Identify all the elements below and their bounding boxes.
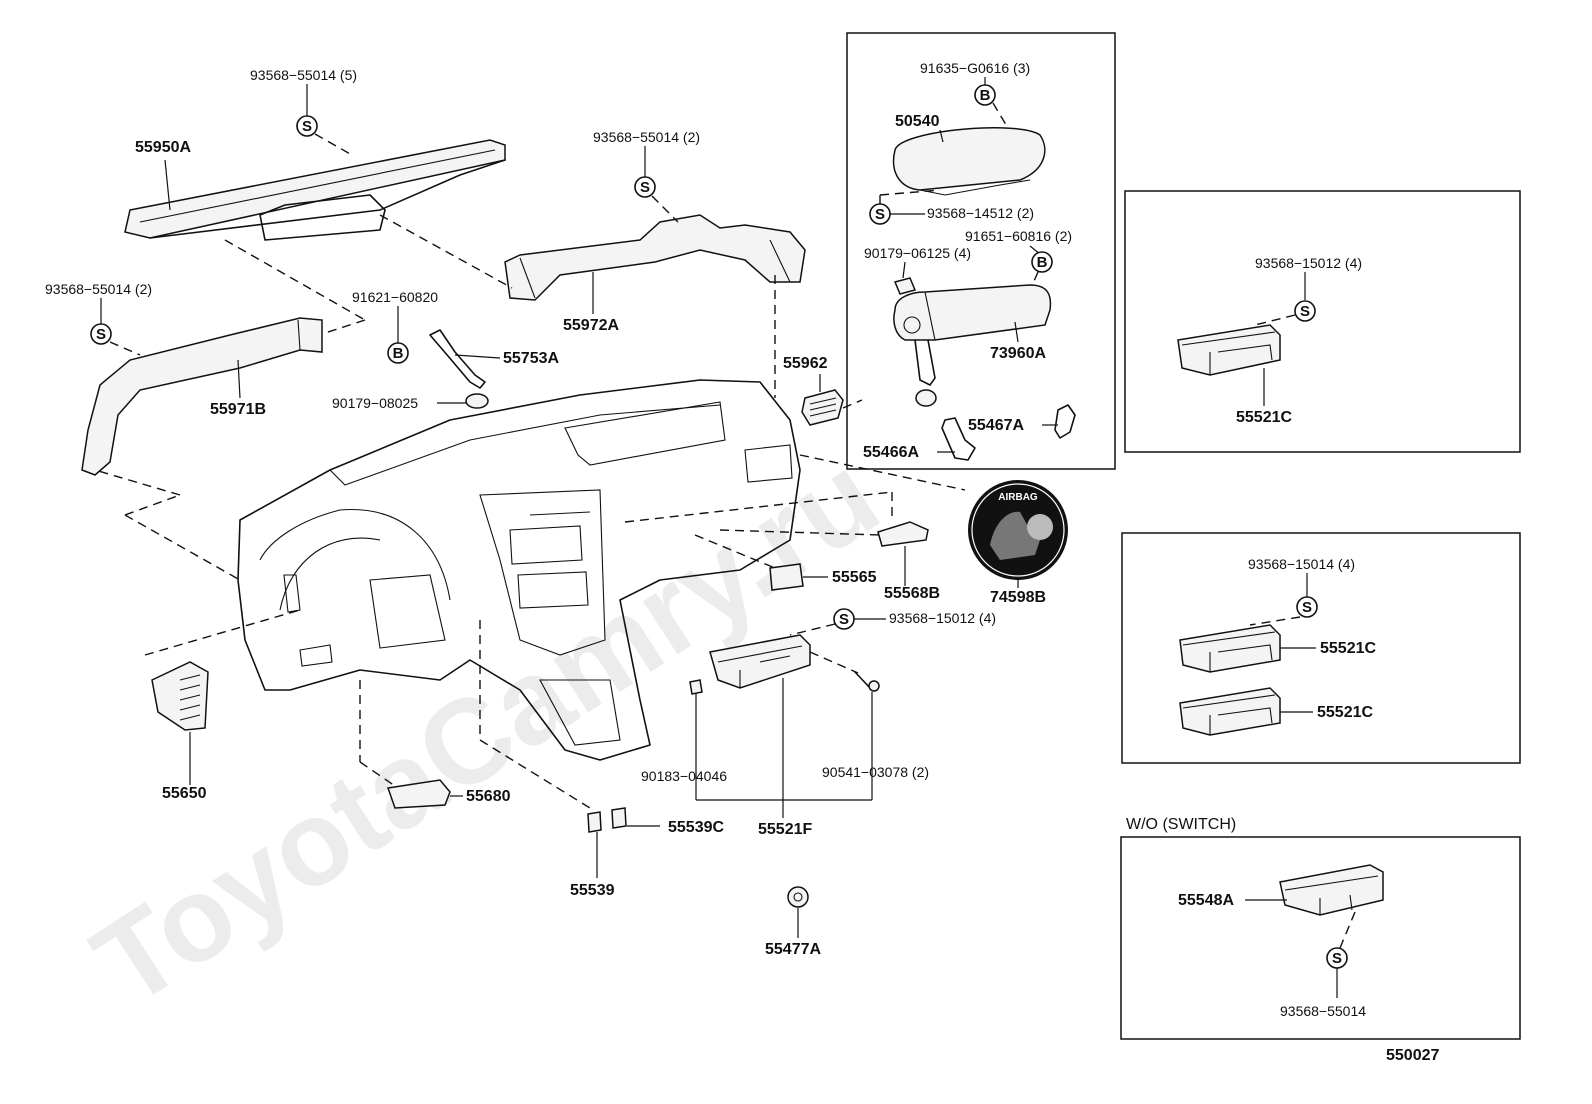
part-55521C-pocket-b[interactable]: [1179, 624, 1281, 673]
label-73960A: 73960A: [990, 345, 1046, 362]
part-55548A-pocket[interactable]: [1279, 864, 1384, 916]
label-93568-14512-2: 93568−14512 (2): [927, 205, 1034, 221]
label-55650: 55650: [162, 785, 207, 802]
label-55539C: 55539C: [668, 819, 724, 836]
label-90179-06125-4: 90179−06125 (4): [864, 245, 971, 261]
part-50540-airbag-door[interactable]: [892, 127, 1046, 196]
screw-symbol: S: [90, 323, 112, 345]
label-55950A: 55950A: [135, 139, 191, 156]
label-93568-55014-5: 93568−55014 (5): [250, 67, 357, 83]
label-55753A: 55753A: [503, 350, 559, 367]
label-55548A: 55548A: [1178, 892, 1234, 909]
label-74598B: 74598B: [990, 589, 1046, 606]
svg-text:B: B: [393, 345, 404, 362]
label-93568-15012-4b: 93568−15012 (4): [1255, 255, 1362, 271]
screw-symbol: S: [833, 608, 855, 630]
label-55521C-c: 55521C: [1317, 704, 1373, 721]
part-55565-cover[interactable]: [769, 563, 804, 591]
part-55971B-side-duct[interactable]: [81, 317, 323, 476]
svg-text:S: S: [1332, 950, 1342, 967]
label-93568-55014: 93568−55014: [1280, 1003, 1366, 1019]
pocket-inset-box-1: [1124, 190, 1521, 453]
label-55568B: 55568B: [884, 585, 940, 602]
bolt-symbol: B: [1031, 251, 1053, 273]
part-55539C-cover[interactable]: [611, 807, 627, 829]
part-55950A-defroster-nozzle[interactable]: [124, 139, 506, 241]
svg-text:S: S: [1300, 303, 1310, 320]
label-93568-15014-4: 93568−15014 (4): [1248, 556, 1355, 572]
label-55972A: 55972A: [563, 317, 619, 334]
part-55466A-bracket[interactable]: [941, 417, 976, 461]
label-55962: 55962: [783, 355, 828, 372]
label-93568-55014-2a: 93568−55014 (2): [45, 281, 152, 297]
label-55521C-b: 55521C: [1320, 640, 1376, 657]
label-50540: 50540: [895, 113, 940, 130]
part-90183-04046-clip: [689, 679, 703, 695]
part-90179-06125-nut: [893, 277, 917, 295]
label-91635-G0616-3: 91635−G0616 (3): [920, 60, 1030, 76]
part-instrument-panel[interactable]: [237, 379, 801, 761]
part-55477A-grommet[interactable]: [787, 886, 809, 908]
part-55650-side-vent[interactable]: [151, 661, 209, 731]
part-55539-cover[interactable]: [587, 811, 602, 833]
label-90179-08025: 90179−08025: [332, 395, 418, 411]
wo-switch-title: W/O (SWITCH): [1126, 816, 1236, 833]
label-91651-60816-2: 91651−60816 (2): [965, 228, 1072, 244]
label-93568-15012-4a: 93568−15012 (4): [889, 610, 996, 626]
part-55521C-pocket-c[interactable]: [1179, 687, 1281, 736]
bolt-symbol: B: [387, 342, 409, 364]
part-55521F-pocket[interactable]: [709, 634, 811, 689]
part-55680-switch-base[interactable]: [386, 779, 451, 809]
label-93568-55014-2b: 93568−55014 (2): [593, 129, 700, 145]
wo-switch-inset-box: [1120, 836, 1521, 1040]
part-90179-08025-nut[interactable]: [465, 393, 489, 409]
screw-symbol: S: [1296, 596, 1318, 618]
screw-symbol: S: [296, 115, 318, 137]
airbag-badge-text: AIRBAG: [998, 492, 1038, 503]
label-55521C-a: 55521C: [1236, 409, 1292, 426]
part-55972A-side-duct[interactable]: [504, 214, 806, 301]
label-55477A: 55477A: [765, 941, 821, 958]
screw-symbol: S: [1326, 947, 1348, 969]
airbag-inset-box: [846, 32, 1116, 470]
svg-text:S: S: [1302, 599, 1312, 616]
part-55467A-bracket[interactable]: [1054, 404, 1076, 439]
svg-text:B: B: [1037, 254, 1048, 271]
label-55521F: 55521F: [758, 821, 812, 838]
pocket-inset-box-2: [1121, 532, 1521, 764]
screw-symbol: S: [1294, 300, 1316, 322]
part-55568B-cover[interactable]: [877, 521, 929, 547]
label-55539: 55539: [570, 882, 615, 899]
label-90183-04046: 90183−04046: [641, 768, 727, 784]
part-90541-03078-screw: [854, 671, 880, 692]
svg-text:S: S: [96, 326, 106, 343]
part-74598B-airbag-label[interactable]: AIRBAG: [968, 480, 1068, 580]
label-55467A: 55467A: [968, 417, 1024, 434]
label-55971B: 55971B: [210, 401, 266, 418]
label-55680: 55680: [466, 788, 511, 805]
label-55565: 55565: [832, 569, 877, 586]
screw-symbol: S: [869, 203, 891, 225]
svg-text:S: S: [875, 206, 885, 223]
svg-text:S: S: [839, 611, 849, 628]
diagram-code: 550027: [1386, 1047, 1439, 1064]
label-55466A: 55466A: [863, 444, 919, 461]
label-91621-60820: 91621−60820: [352, 289, 438, 305]
bolt-symbol: B: [974, 84, 996, 106]
part-55753A-bracket[interactable]: [429, 329, 486, 389]
part-55521C-pocket-a[interactable]: [1177, 324, 1281, 376]
screw-symbol: S: [634, 176, 656, 198]
svg-text:B: B: [980, 87, 991, 104]
svg-text:S: S: [640, 179, 650, 196]
part-73960A-airbag-module[interactable]: [893, 284, 1052, 407]
svg-text:S: S: [302, 118, 312, 135]
label-90541-03078-2: 90541−03078 (2): [822, 764, 929, 780]
part-55962-vent[interactable]: [801, 389, 844, 426]
